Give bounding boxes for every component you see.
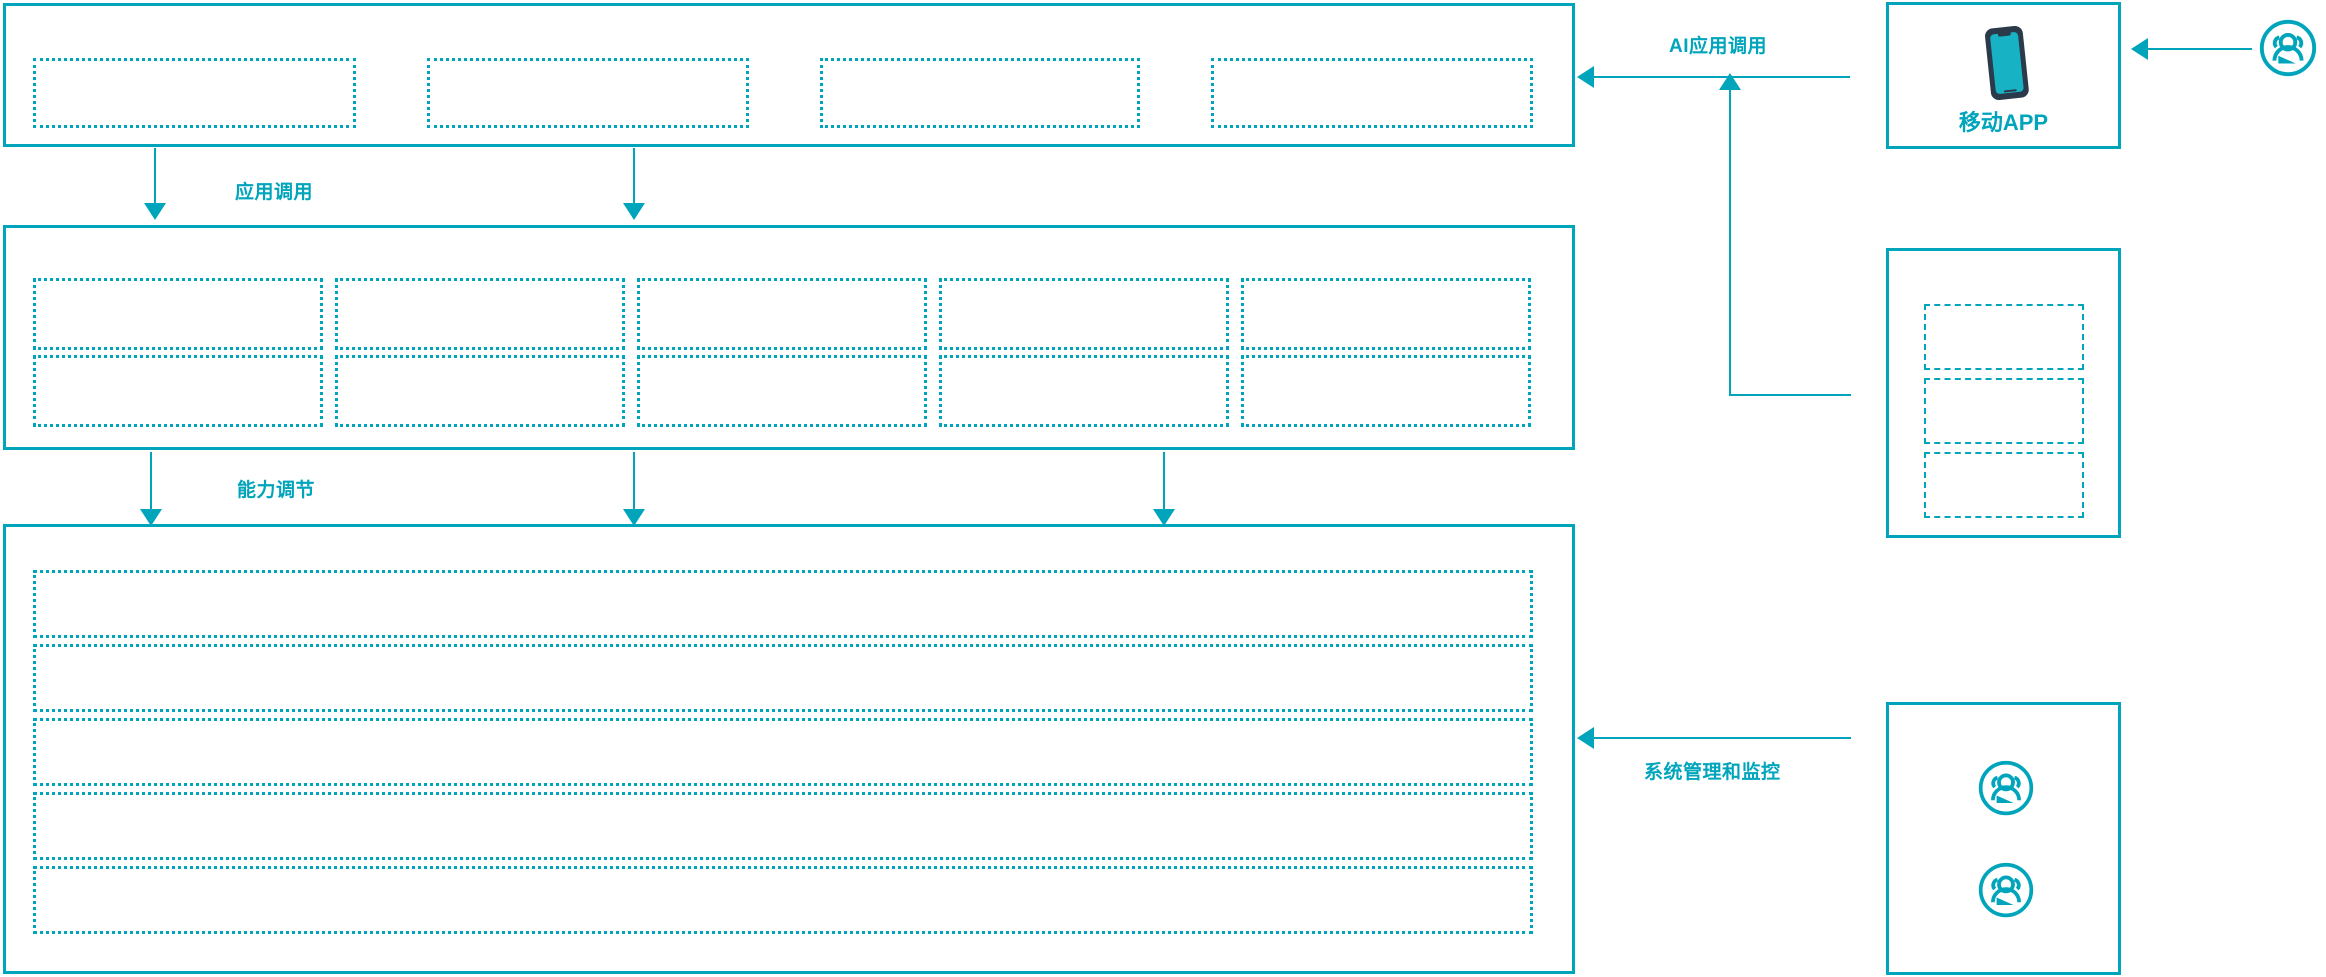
user-group-icon-end-user	[2257, 17, 2319, 84]
channel-panel-cell-2[interactable]	[1924, 378, 2084, 444]
mobile-app-panel[interactable]: 移动APP	[1886, 2, 2121, 149]
user-group-icon-operator-2	[1976, 860, 2036, 925]
smartphone-icon	[1977, 23, 2037, 110]
channel-panel-cell-3[interactable]	[1924, 452, 2084, 518]
capability-adjust-connector-3	[1163, 452, 1165, 512]
capability-adjust-arrow-3	[1153, 509, 1175, 526]
platform-row-3[interactable]	[33, 718, 1533, 786]
end-user-connector	[2148, 48, 2252, 50]
ai-app-call-vertical	[1729, 90, 1731, 396]
app-call-connector-right	[633, 148, 635, 206]
platform-row-1[interactable]	[33, 570, 1533, 638]
application-layer-cell-3[interactable]	[820, 58, 1140, 128]
user-group-icon-operator-1	[1976, 758, 2036, 823]
capability-adjust-connector-1	[150, 452, 152, 512]
operations-panel[interactable]	[1886, 702, 2121, 975]
capability-cell-r1c4[interactable]	[939, 278, 1229, 350]
capability-adjust-arrow-1	[140, 509, 162, 526]
app-call-label: 应用调用	[235, 182, 314, 203]
capability-cell-r1c3[interactable]	[637, 278, 927, 350]
capability-adjust-connector-2	[633, 452, 635, 512]
capability-adjust-arrow-2	[623, 509, 645, 526]
end-user-arrowhead	[2131, 38, 2148, 60]
application-layer-cell-2[interactable]	[427, 58, 749, 128]
system-admin-monitor-label: 系统管理和监控	[1644, 762, 1781, 783]
app-call-arrow-left	[144, 203, 166, 220]
capability-cell-r2c5[interactable]	[1241, 355, 1531, 427]
capability-adjust-label: 能力调节	[237, 480, 316, 501]
capability-cell-r2c2[interactable]	[335, 355, 625, 427]
system-admin-monitor-line	[1594, 737, 1851, 739]
capability-cell-r2c1[interactable]	[33, 355, 323, 427]
ai-app-call-elbow-base	[1729, 394, 1851, 396]
capability-cell-r1c5[interactable]	[1241, 278, 1531, 350]
capability-cell-r1c1[interactable]	[33, 278, 323, 350]
ai-app-call-label: AI应用调用	[1669, 36, 1768, 57]
platform-row-4[interactable]	[33, 792, 1533, 860]
app-call-arrow-right	[623, 203, 645, 220]
app-call-connector-left	[154, 148, 156, 206]
mobile-app-label: 移动APP	[1958, 110, 2049, 135]
application-layer-cell-1[interactable]	[33, 58, 356, 128]
system-admin-monitor-arrowhead	[1577, 727, 1594, 749]
ai-app-call-arrowhead	[1577, 66, 1594, 88]
capability-cell-r2c3[interactable]	[637, 355, 927, 427]
platform-row-5[interactable]	[33, 866, 1533, 934]
application-layer-cell-4[interactable]	[1211, 58, 1533, 128]
ai-app-call-elbow-arrowhead	[1719, 73, 1741, 90]
platform-row-2[interactable]	[33, 644, 1533, 712]
capability-cell-r1c2[interactable]	[335, 278, 625, 350]
channel-panel[interactable]	[1886, 248, 2121, 538]
capability-cell-r2c4[interactable]	[939, 355, 1229, 427]
channel-panel-cell-1[interactable]	[1924, 304, 2084, 370]
